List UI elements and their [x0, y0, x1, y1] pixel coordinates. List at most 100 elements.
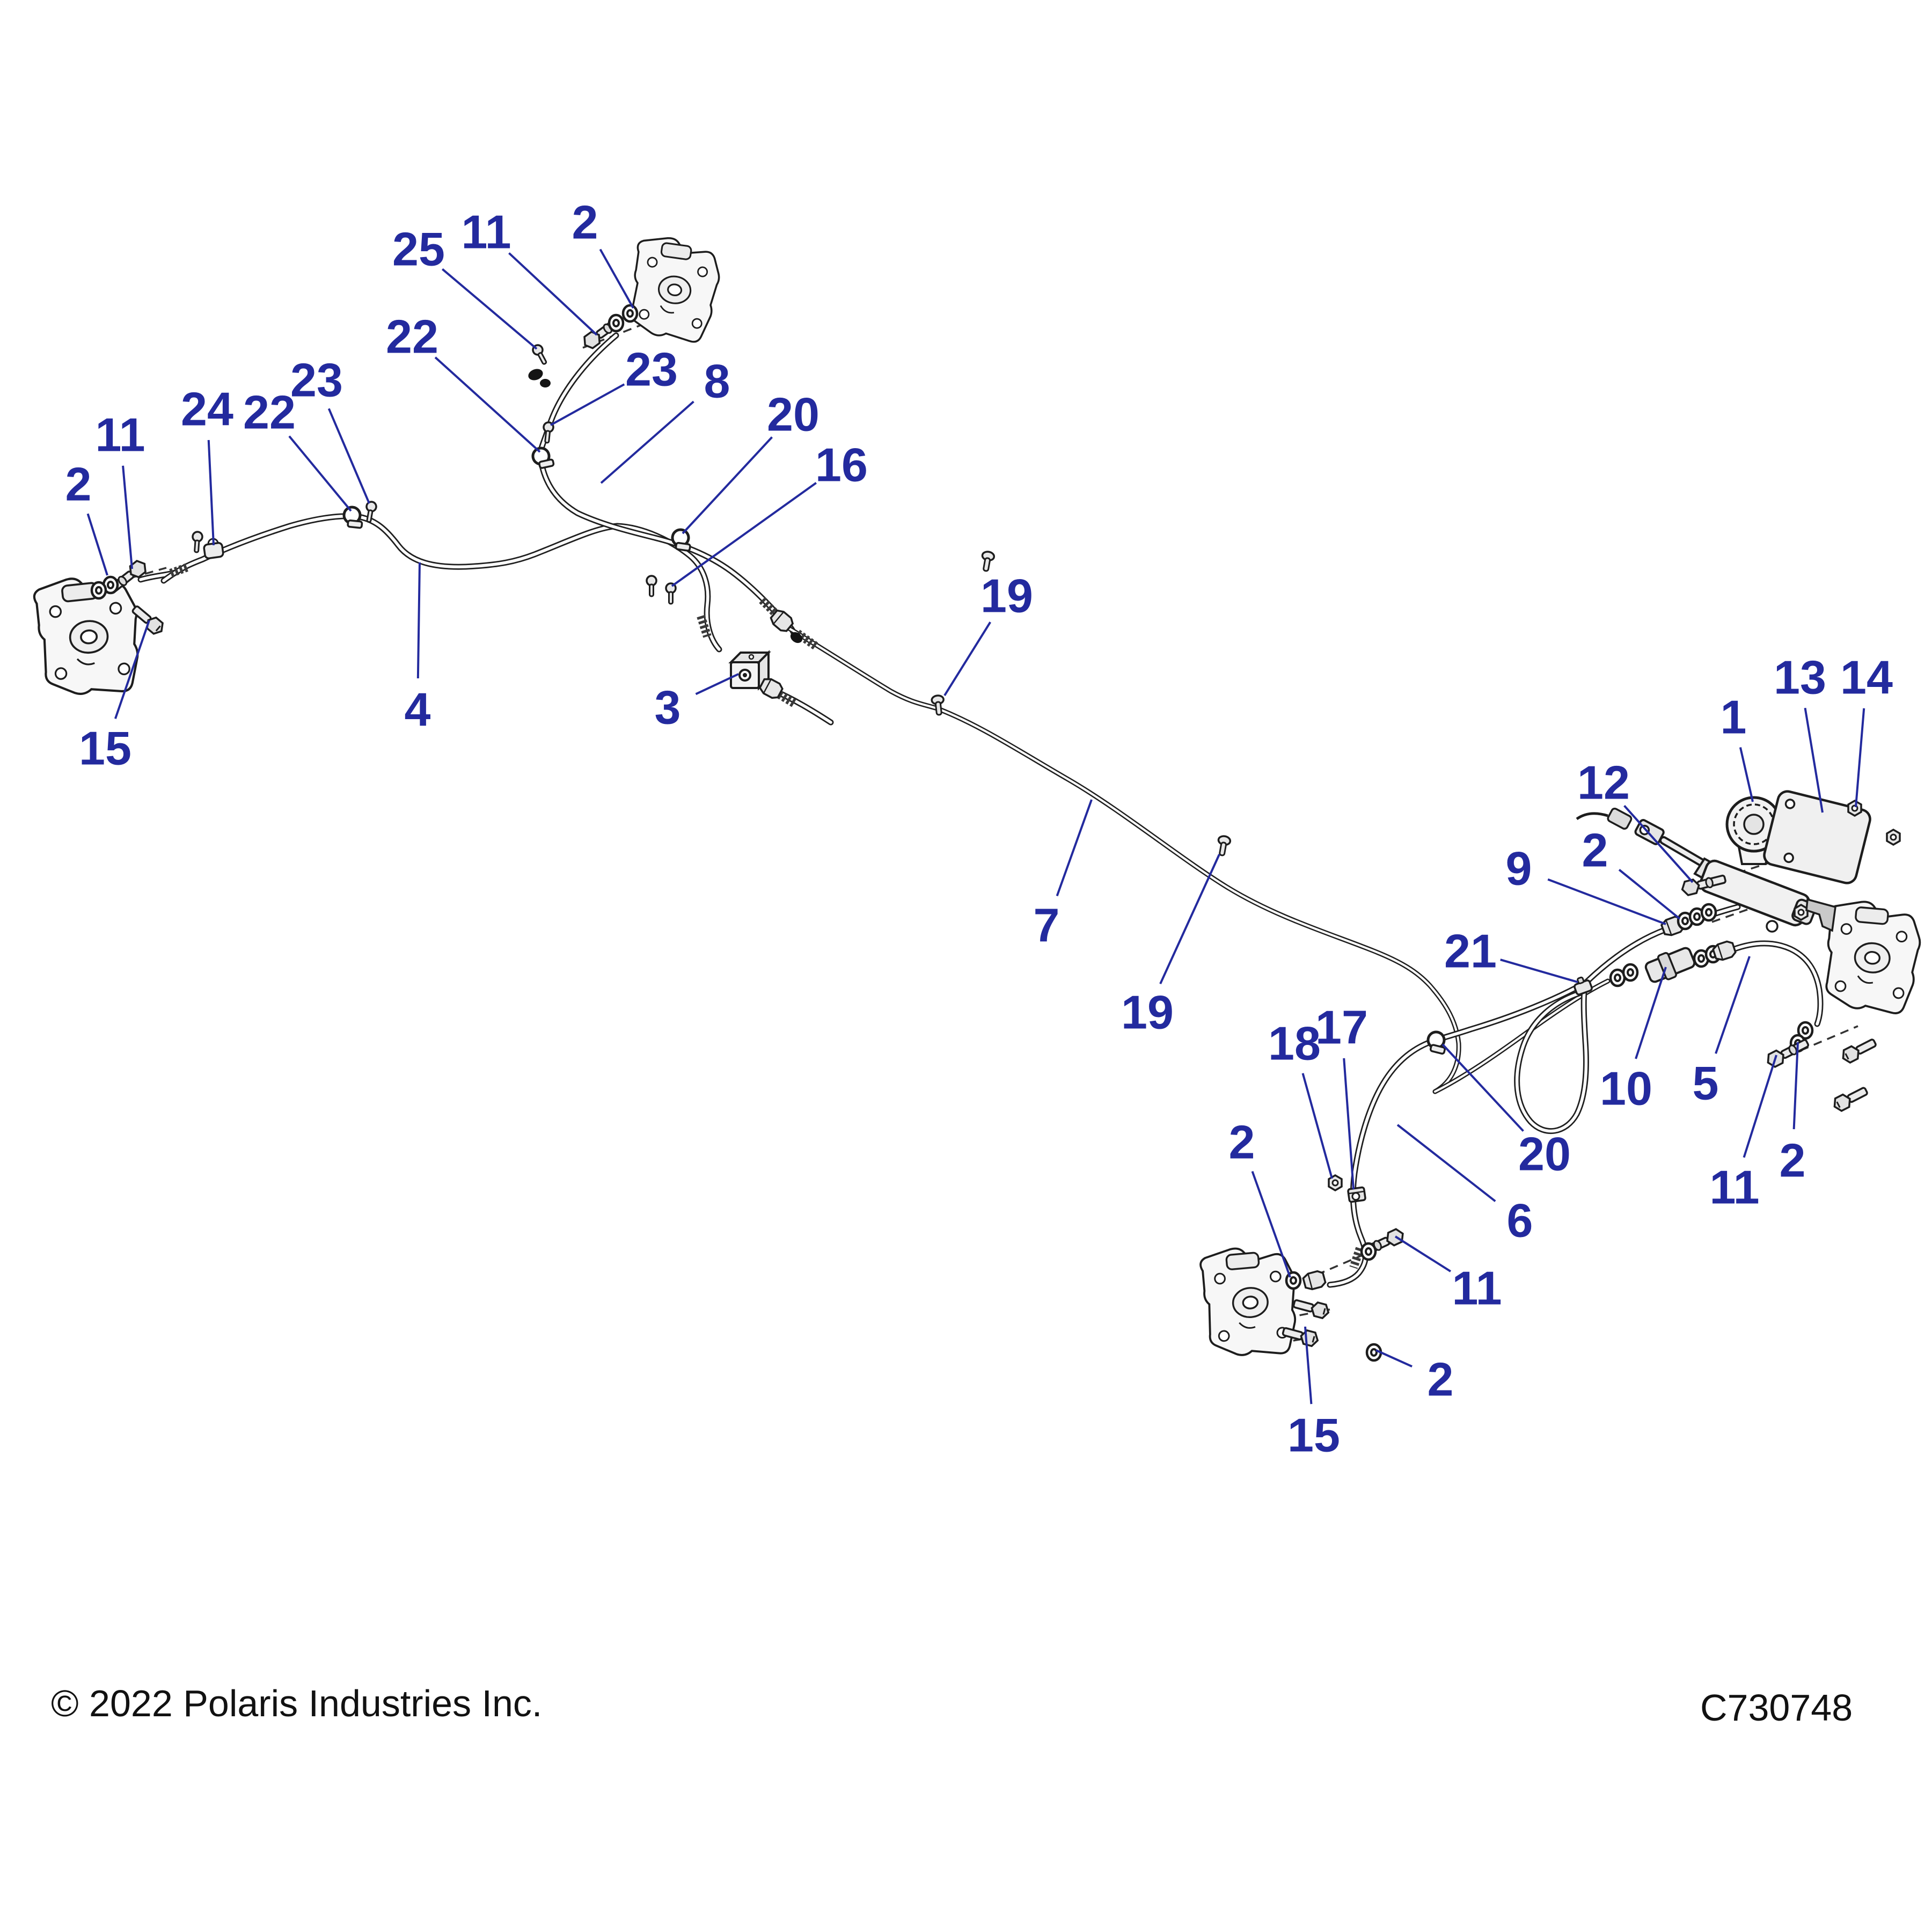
caliper-rear-left	[1198, 1242, 1302, 1361]
bracket	[1805, 898, 1836, 932]
callout-leader-22	[434, 356, 541, 453]
callout-label-4: 4	[405, 683, 431, 736]
caliper-front-right	[625, 232, 724, 346]
callout-leader-6	[1396, 1124, 1496, 1202]
callout-label-22: 22	[243, 386, 296, 439]
callout-label-6: 6	[1507, 1194, 1533, 1247]
callout-leader-16	[671, 482, 817, 587]
callout-label-21: 21	[1444, 925, 1497, 978]
callout-label-20: 20	[767, 388, 819, 441]
r-clamp-22-top	[531, 446, 554, 469]
callout-leader-2	[599, 248, 634, 309]
callout-leader-11	[1394, 1235, 1452, 1272]
callout-leader-15	[1304, 1326, 1313, 1404]
callout-leader-19	[943, 621, 992, 697]
washer-2-left	[92, 582, 106, 598]
clip-19-floating-b	[1214, 834, 1232, 858]
callout-leader-5	[1715, 956, 1751, 1054]
callout-leader-22	[288, 435, 352, 512]
nut-14b	[1886, 829, 1901, 846]
callout-label-14: 14	[1840, 651, 1893, 704]
callout-leader-23	[327, 408, 370, 504]
mounting-plate	[1763, 790, 1871, 884]
callout-leader-2	[1375, 1349, 1413, 1368]
brake-line-front-7	[785, 626, 1717, 1092]
callout-leader-21	[1500, 958, 1578, 983]
washer	[1623, 964, 1637, 980]
callout-leader-2	[1251, 1170, 1291, 1278]
hose6-end-fitting	[1301, 1269, 1327, 1292]
callout-label-2: 2	[1428, 1353, 1454, 1406]
screw-extra-left	[191, 530, 204, 554]
grommet	[528, 369, 543, 380]
callout-label-23: 23	[290, 354, 343, 407]
hex-fitting-5	[1711, 939, 1738, 963]
r-clamp-22-left	[343, 507, 364, 528]
diagram-code: C730748	[1700, 1687, 1853, 1729]
callout-label-2: 2	[572, 196, 598, 249]
screw-16-b	[665, 582, 677, 605]
washer-2-top	[623, 305, 637, 321]
bolt-right-b	[1830, 1083, 1870, 1114]
callout-label-3: 3	[655, 681, 681, 734]
callout-label-18: 18	[1268, 1017, 1321, 1070]
callout-leader-11	[1743, 1055, 1777, 1158]
callout-label-15: 15	[79, 722, 131, 775]
callout-label-11: 11	[1452, 1262, 1502, 1315]
callout-label-19: 19	[980, 569, 1033, 623]
callout-label-10: 10	[1600, 1062, 1652, 1115]
callout-leader-3	[695, 673, 739, 696]
callout-leader-17	[1343, 1058, 1355, 1190]
callout-leader-15	[114, 620, 150, 719]
callout-leader-14	[1855, 708, 1865, 808]
callout-leader-2	[86, 513, 108, 576]
callout-label-17: 17	[1315, 1001, 1368, 1054]
r-clamp-20-rear	[1425, 1030, 1448, 1054]
clip-nut-17	[1346, 1186, 1367, 1203]
hose8-end-cap	[790, 632, 803, 643]
bolt-rear-a	[1291, 1296, 1331, 1321]
callout-label-11: 11	[1709, 1161, 1759, 1214]
callout-label-9: 9	[1506, 842, 1532, 895]
callout-leader-24	[207, 440, 215, 546]
callout-leader-13	[1804, 707, 1824, 813]
callout-label-24: 24	[181, 383, 233, 436]
callout-label-5: 5	[1693, 1057, 1719, 1110]
callout-leader-20	[1441, 1043, 1524, 1132]
callout-label-20: 20	[1518, 1128, 1571, 1181]
callout-label-22: 22	[386, 310, 438, 363]
callout-leader-11	[508, 252, 598, 336]
callout-label-11: 11	[95, 408, 145, 462]
callout-leader-19	[1159, 854, 1220, 985]
callout-label-16: 16	[815, 438, 868, 492]
callout-label-23: 23	[625, 343, 678, 396]
callout-leader-2	[1792, 1042, 1799, 1130]
callout-leader-23	[550, 383, 625, 426]
callout-leader-9	[1547, 878, 1666, 925]
braided-sections	[169, 562, 1364, 1269]
callout-leader-25	[442, 268, 538, 350]
callout-leader-4	[416, 562, 421, 679]
callout-leader-20	[682, 436, 773, 535]
caliper-rear-right	[1820, 897, 1924, 1016]
callout-label-2: 2	[1229, 1116, 1255, 1169]
callout-label-25: 25	[392, 223, 445, 276]
callout-label-2: 2	[1780, 1134, 1806, 1187]
callout-label-1: 1	[1721, 691, 1747, 744]
brake-line-front-left-4	[141, 516, 719, 649]
callout-label-11: 11	[461, 206, 511, 259]
inline-coupler-10	[1644, 947, 1696, 983]
callout-label-8: 8	[704, 355, 730, 408]
callout-label-15: 15	[1287, 1409, 1340, 1462]
copyright-text: © 2022 Polaris Industries Inc.	[51, 1682, 542, 1724]
nut-14	[1847, 800, 1862, 817]
callout-label-2: 2	[65, 458, 92, 511]
callout-leader-1	[1739, 747, 1754, 802]
banjo-bolt-11-right	[1763, 1035, 1812, 1070]
nut-mc	[1794, 904, 1809, 921]
brake-hose-rear-right-5	[1729, 943, 1820, 1024]
screw-16-a	[646, 575, 657, 597]
